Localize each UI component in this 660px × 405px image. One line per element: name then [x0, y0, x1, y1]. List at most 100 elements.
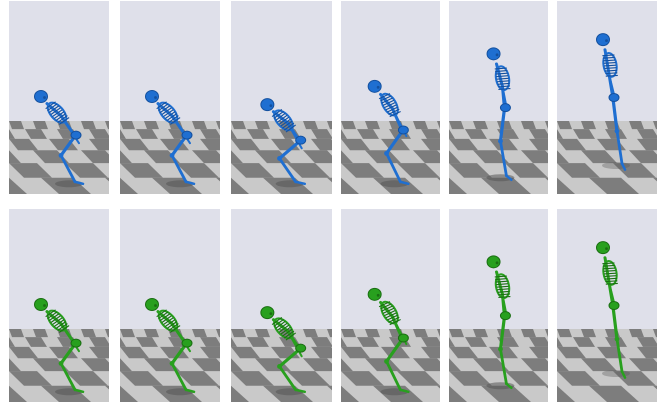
- frame-canvas: [557, 1, 657, 194]
- skull: [260, 306, 275, 320]
- tibia: [59, 153, 77, 184]
- foot: [399, 180, 410, 186]
- eye-socket: [43, 96, 46, 99]
- tibia: [170, 153, 188, 184]
- skeleton: [260, 306, 307, 394]
- frame-canvas: [449, 209, 548, 402]
- femur: [384, 337, 404, 363]
- knee-joint: [58, 153, 64, 158]
- tibia: [278, 157, 298, 184]
- knee-joint: [614, 336, 620, 342]
- knee-joint: [58, 361, 64, 366]
- skeleton: [596, 241, 627, 379]
- skeleton: [260, 98, 307, 186]
- pelvis-bone: [499, 103, 511, 113]
- eye-socket: [269, 104, 273, 108]
- eye-socket: [269, 312, 273, 316]
- checker-floor: [341, 121, 440, 194]
- skeleton-shadow: [602, 162, 630, 170]
- eye-socket: [376, 293, 380, 297]
- tibia: [385, 151, 402, 184]
- tibia: [615, 337, 624, 373]
- rib-cage: [156, 309, 181, 333]
- checker-floor: [9, 121, 109, 194]
- tibia: [499, 139, 508, 178]
- knee-joint: [384, 358, 389, 364]
- skull: [34, 297, 48, 311]
- skeleton: [34, 89, 85, 186]
- rib-cage: [378, 300, 401, 326]
- skeleton: [596, 33, 627, 171]
- eye-socket: [495, 53, 499, 57]
- foot: [505, 382, 513, 390]
- foot: [294, 180, 306, 186]
- rib-cage: [494, 65, 511, 92]
- eye-socket: [154, 304, 157, 307]
- bottom-row-frame-1: [9, 209, 109, 402]
- rib-cage: [45, 309, 70, 333]
- frame-canvas: [449, 1, 548, 194]
- checker-floor: [120, 121, 220, 194]
- rib-cage: [602, 52, 618, 78]
- frame-canvas: [231, 209, 332, 402]
- skull: [486, 255, 501, 269]
- top-row-frame-5: [449, 1, 548, 194]
- femur: [59, 134, 77, 157]
- pelvis-bone: [608, 301, 620, 311]
- pelvis-bone: [295, 343, 307, 353]
- pelvis-bone: [181, 338, 193, 348]
- pelvis-bone: [70, 338, 82, 348]
- eye-socket: [605, 39, 608, 42]
- eye-socket: [605, 247, 608, 250]
- pelvis-bone: [608, 93, 620, 103]
- pelvis-bone: [70, 130, 82, 140]
- bottom-row-frame-6: [557, 209, 657, 402]
- checker-floor: [449, 329, 548, 402]
- top-row-frame-4: [341, 1, 440, 194]
- eye-socket: [154, 96, 157, 99]
- knee-joint: [169, 153, 175, 158]
- tibia: [59, 361, 77, 392]
- knee-joint: [277, 156, 282, 161]
- femur: [170, 134, 188, 157]
- rib-cage: [378, 92, 401, 118]
- tibia: [278, 365, 298, 392]
- eye-socket: [495, 261, 499, 265]
- frame-canvas: [557, 209, 657, 402]
- femur: [611, 96, 619, 133]
- skeleton-shadow: [602, 370, 630, 378]
- bottom-row-frame-5: [449, 209, 548, 402]
- foot: [184, 180, 196, 186]
- foot: [399, 388, 410, 394]
- checker-floor: [449, 121, 548, 194]
- pelvis-bone: [397, 125, 409, 135]
- rib-cage: [271, 317, 297, 341]
- femur: [277, 347, 302, 369]
- eye-socket: [43, 304, 46, 307]
- femur: [59, 342, 77, 365]
- frame-canvas: [120, 1, 220, 194]
- pelvis-bone: [499, 311, 511, 321]
- frame-canvas: [120, 209, 220, 402]
- bottom-row-frame-3: [231, 209, 332, 402]
- bottom-row-frame-2: [120, 209, 220, 402]
- skull: [596, 241, 610, 255]
- skeleton: [486, 47, 513, 182]
- skull: [145, 297, 159, 311]
- pelvis-bone: [181, 130, 193, 140]
- tibia: [170, 361, 188, 392]
- foot: [620, 370, 627, 379]
- skull: [145, 89, 159, 103]
- top-row-frame-6: [557, 1, 657, 194]
- rib-cage: [156, 101, 181, 125]
- femur: [498, 315, 507, 351]
- knee-joint: [384, 150, 389, 156]
- skeleton: [367, 79, 410, 186]
- knee-joint: [498, 346, 503, 352]
- pelvis-bone: [295, 135, 307, 145]
- skull: [486, 47, 501, 61]
- pelvis-bone: [397, 333, 409, 343]
- skull: [34, 89, 48, 103]
- foot: [505, 174, 513, 182]
- skeleton: [486, 255, 513, 390]
